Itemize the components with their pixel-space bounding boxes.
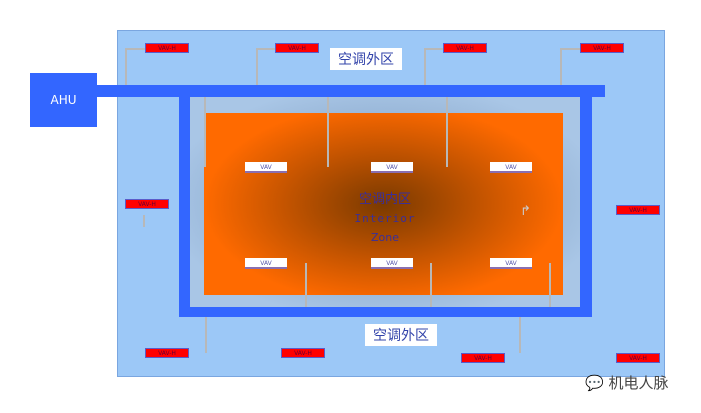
- branch-pipe: [256, 48, 258, 85]
- branch-pipe: [256, 48, 275, 50]
- branch-pipe: [143, 215, 145, 227]
- bottom-duct: [179, 307, 590, 317]
- watermark: 💬 机电人脉: [585, 372, 668, 393]
- vav-h-box: VAV-H: [461, 353, 505, 363]
- branch-pipe: [327, 97, 329, 167]
- vav-box: VAV: [490, 258, 532, 269]
- branch-pipe: [549, 263, 551, 307]
- branch-pipe: [560, 48, 562, 85]
- vav-h-box: VAV-H: [275, 43, 319, 53]
- branch-pipe: [125, 48, 127, 85]
- vav-box: VAV: [490, 162, 532, 173]
- vav-box: VAV: [371, 258, 413, 269]
- branch-pipe: [305, 263, 307, 307]
- branch-pipe: [560, 48, 580, 50]
- interior-label-cn: 空调内区: [358, 192, 411, 207]
- vav-h-box: VAV-H: [145, 43, 189, 53]
- vav-h-box: VAV-H: [145, 348, 189, 358]
- branch-pipe: [519, 317, 521, 353]
- vav-h-box: VAV-H: [443, 43, 487, 53]
- exterior-zone-label-top: 空调外区: [330, 48, 402, 70]
- vav-box: VAV: [245, 162, 287, 173]
- interior-zone-label: 空调内区 Interior Zone: [330, 190, 440, 247]
- vav-box: VAV: [245, 258, 287, 269]
- branch-pipe: [446, 97, 448, 167]
- vav-box: VAV: [371, 162, 413, 173]
- branch-pipe: [430, 263, 432, 307]
- vav-h-box: VAV-H: [616, 353, 660, 363]
- interior-label-en-2: Zone: [370, 231, 399, 244]
- ahu-unit: AHU: [30, 73, 97, 127]
- watermark-text: 机电人脉: [608, 374, 669, 392]
- branch-pipe: [424, 48, 443, 50]
- main-supply-duct: [97, 85, 605, 97]
- vav-h-box: VAV-H: [580, 43, 624, 53]
- branch-pipe: [205, 317, 207, 353]
- vav-h-box: VAV-H: [281, 348, 325, 358]
- interior-label-en-1: Interior: [354, 212, 416, 225]
- exterior-zone-label-bottom: 空调外区: [365, 324, 437, 346]
- vav-h-box: VAV-H: [616, 205, 660, 215]
- right-duct: [580, 97, 592, 317]
- vav-h-box: VAV-H: [125, 199, 169, 209]
- wechat-icon: 💬: [585, 374, 604, 392]
- branch-pipe: [424, 48, 426, 85]
- branch-pipe: [125, 48, 145, 50]
- branch-pipe: [204, 97, 206, 167]
- airflow-arrow-icon: ↱: [520, 204, 531, 219]
- left-duct: [179, 97, 190, 317]
